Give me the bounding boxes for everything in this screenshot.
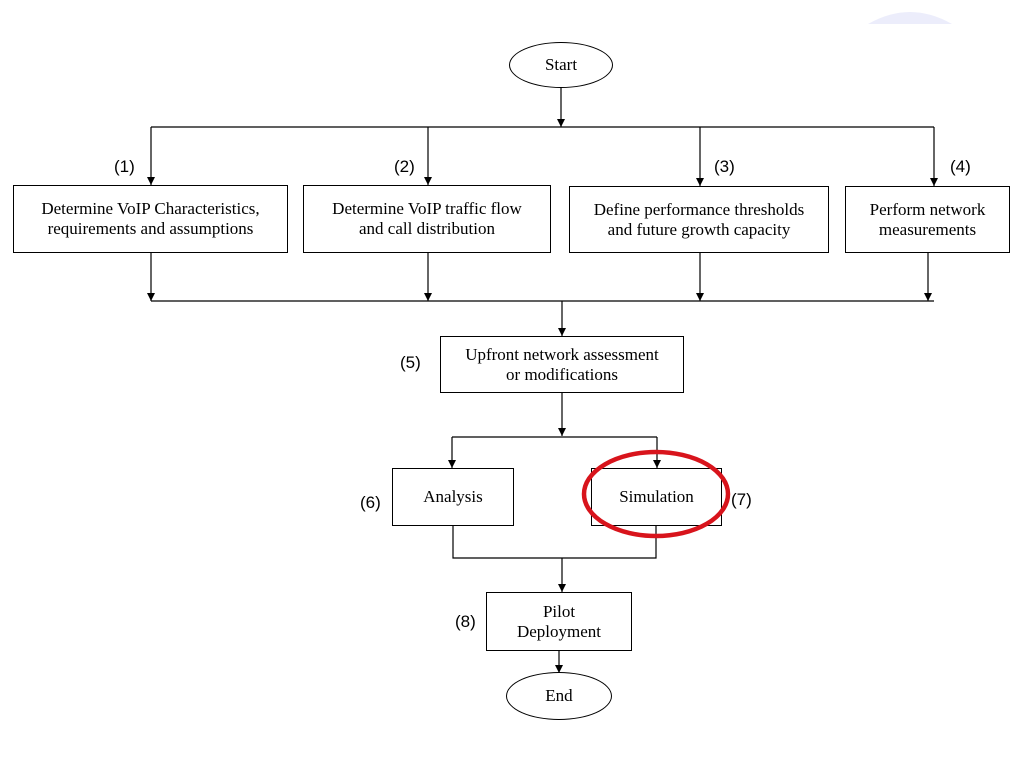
step7-box: Simulation <box>591 468 722 526</box>
step3-number: (3) <box>714 157 735 176</box>
step1-line1: Determine VoIP Characteristics, <box>41 199 260 218</box>
step2-number: (2) <box>394 157 415 176</box>
step1-line2: requirements and assumptions <box>47 219 254 238</box>
step3-line1: Define performance thresholds <box>593 199 805 219</box>
step2-box: Determine VoIP traffic flow and call dis… <box>303 185 551 253</box>
step2-line1: Determine VoIP traffic flow <box>332 199 522 218</box>
step8-line1: Pilot <box>542 601 576 621</box>
step2-line2: and call distribution <box>359 219 495 238</box>
step5-line1: Upfront network assessment <box>465 344 659 364</box>
step3-box: Define performance thresholds and future… <box>569 186 829 253</box>
step4-line2: measurements <box>878 219 977 239</box>
start-label: Start <box>544 55 578 74</box>
step1-number: (1) <box>114 157 135 176</box>
step7-number: (7) <box>731 490 752 509</box>
step4-line1: Perform network <box>869 199 986 219</box>
end-label: End <box>545 686 573 705</box>
decorative-shape <box>868 12 952 24</box>
step6-number: (6) <box>360 493 381 512</box>
end-node: End <box>506 672 612 720</box>
step4-number: (4) <box>950 157 971 176</box>
step8-line2: Deployment <box>516 621 602 641</box>
step6-label: Analysis <box>423 487 483 506</box>
join-line <box>452 526 657 559</box>
step5-box: Upfront network assessment or modificati… <box>440 336 684 393</box>
step6-box: Analysis <box>392 468 514 526</box>
step8-box: Pilot Deployment <box>486 592 632 651</box>
step5-number: (5) <box>400 353 421 372</box>
step3-line2: and future growth capacity <box>607 219 791 239</box>
step5-line2: or modifications <box>506 364 618 384</box>
step8-number: (8) <box>455 612 476 631</box>
step1-box: Determine VoIP Characteristics, requirem… <box>13 185 288 253</box>
step4-box: Perform network measurements <box>845 186 1010 253</box>
start-node: Start <box>509 42 613 88</box>
step7-label: Simulation <box>619 487 694 506</box>
